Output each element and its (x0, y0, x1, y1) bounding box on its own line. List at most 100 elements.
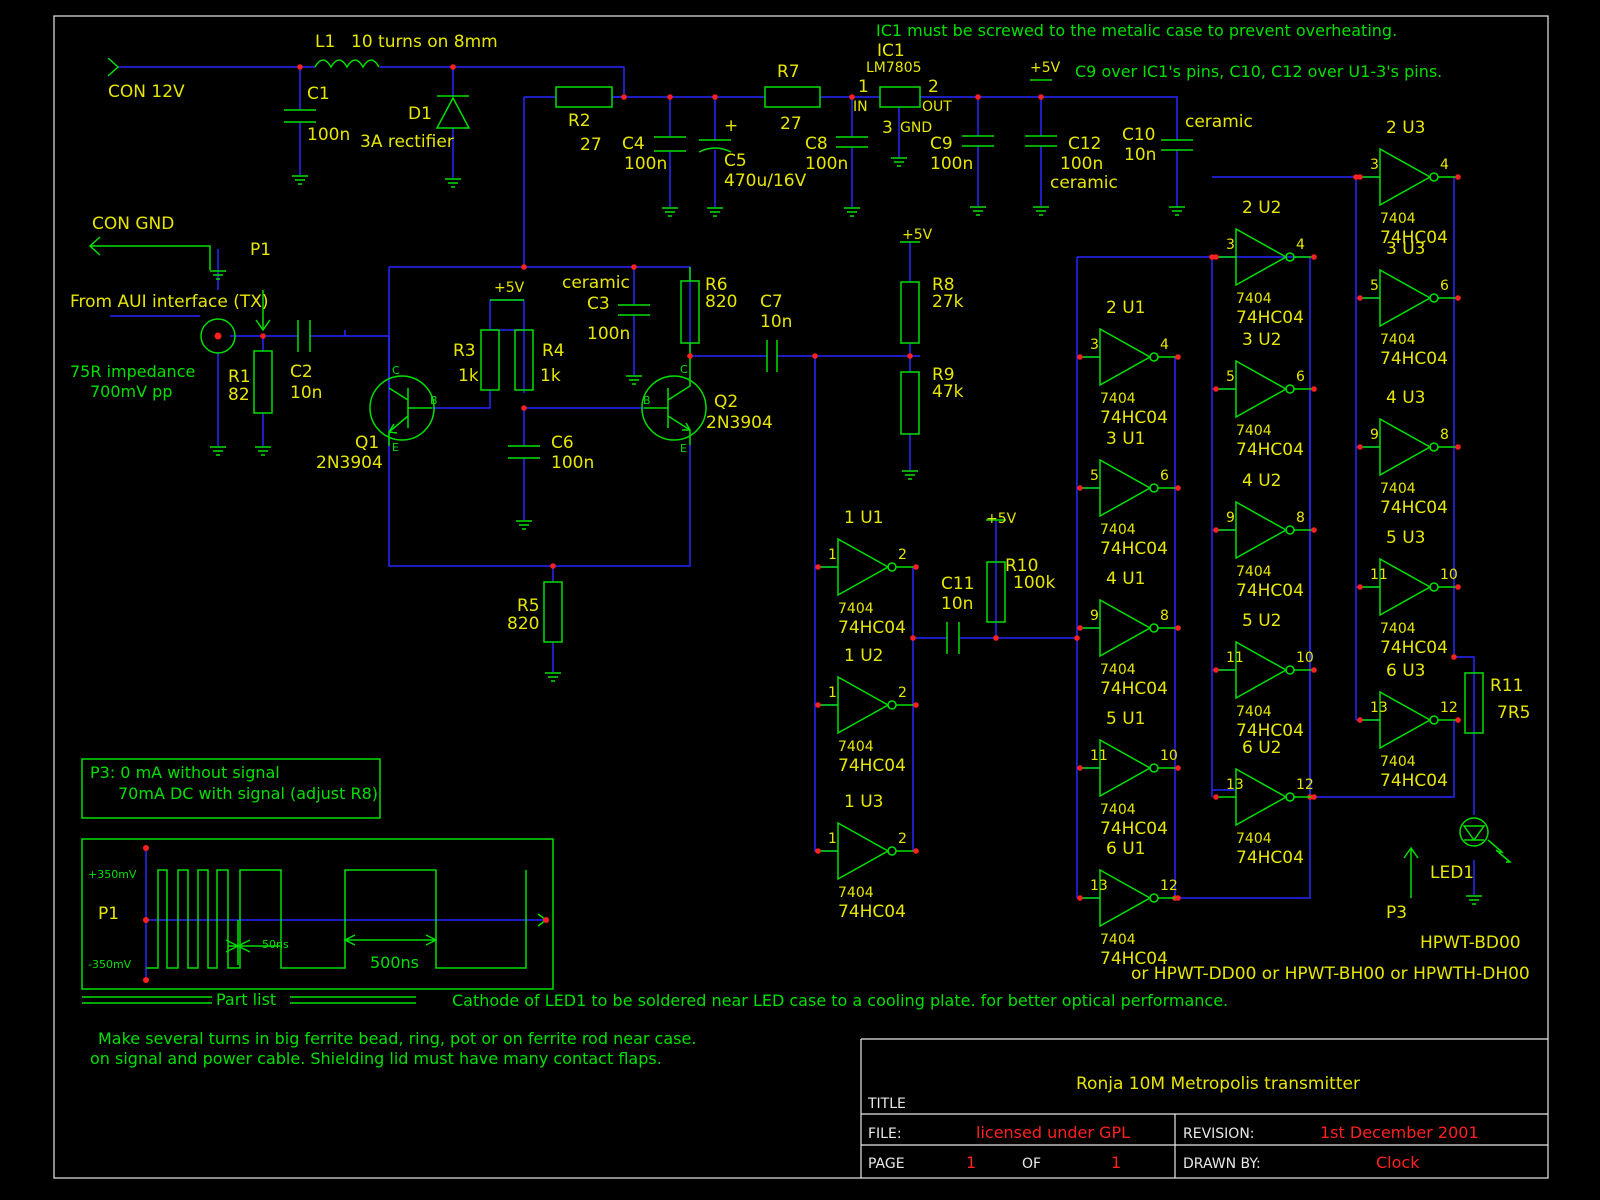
c12-ref: C12 (1068, 134, 1102, 154)
gate-reference: 4 U1 (1106, 569, 1145, 589)
c8-ref: C8 (805, 134, 828, 154)
gate-part-7404: 7404 (1100, 932, 1136, 948)
capacitor-c3 (618, 304, 650, 316)
led-alternative-2: or HPWT-DD00 or HPWT-BH00 or HPWTH-DH00 (1131, 964, 1530, 984)
gate-input-pin: 1 (828, 547, 837, 563)
drawing-frame (53, 15, 1549, 1179)
gate-input-pin: 3 (1090, 337, 1099, 353)
c7-value: 10n (760, 312, 792, 332)
waveform-500ns: 500ns (370, 953, 419, 972)
gate-output-pin: 8 (1296, 510, 1305, 526)
gate-output-pin: 2 (898, 685, 907, 701)
r10-5v: +5V (986, 511, 1017, 527)
c1-ref: C1 (307, 84, 330, 104)
q2-pin-e: E (680, 442, 687, 455)
resistor-r10 (986, 561, 1006, 623)
r4-value: 1k (540, 366, 561, 386)
gate-input-pin: 5 (1370, 278, 1379, 294)
c9-value: 100n (930, 154, 973, 174)
ic1-ref: IC1 (877, 41, 905, 61)
coax-connector-p1 (200, 318, 236, 354)
capacitor-c5 (698, 139, 732, 153)
gate-part-7404: 7404 (1236, 704, 1272, 720)
waveform-plus350: +350mV (88, 868, 137, 881)
r8-5v: +5V (902, 227, 933, 243)
p3-note-box (81, 758, 381, 819)
gate-output-pin: 12 (1296, 777, 1314, 793)
c10-ref: C10 (1122, 125, 1156, 145)
gate-part-74hc04: 74HC04 (1100, 819, 1168, 839)
gate-part-7404: 7404 (1100, 391, 1136, 407)
r10-value: 100k (1013, 573, 1055, 593)
capacitor-c7 (766, 340, 778, 372)
resistor-r3 (480, 329, 500, 391)
c4-ref: C4 (622, 134, 645, 154)
c6-ref: C6 (551, 433, 574, 453)
title-block: TITLE Ronja 10M Metropolis transmitter F… (860, 1038, 1548, 1178)
con12v-connector (107, 57, 120, 77)
r9-value: 47k (932, 382, 964, 402)
gate-output-pin: 8 (1160, 608, 1169, 624)
resistor-r11 (1464, 672, 1484, 734)
gate-input-pin: 9 (1370, 427, 1379, 443)
gate-output-pin: 12 (1160, 878, 1178, 894)
gate-part-74hc04: 74HC04 (1236, 848, 1304, 868)
r7-ref: R7 (777, 62, 800, 82)
q2-pin-c: C (680, 363, 688, 376)
gate-part-74hc04: 74HC04 (1380, 638, 1448, 658)
q1-type: 2N3904 (316, 453, 383, 473)
p3-note-line2: 70mA DC with signal (adjust R8) (118, 784, 378, 803)
resistor-r5 (543, 581, 563, 643)
c8-value: 100n (805, 154, 848, 174)
ic1-pin3: 3 (882, 118, 893, 138)
gate-input-pin: 3 (1370, 157, 1379, 173)
gate-part-7404: 7404 (1236, 423, 1272, 439)
gate-part-74hc04: 74HC04 (1236, 308, 1304, 328)
c5-ref: C5 (724, 151, 747, 171)
c2-value: 10n (290, 383, 322, 403)
capacitor-c2 (297, 320, 311, 352)
ferrite-note-line2: on signal and power cable. Shielding lid… (90, 1049, 662, 1068)
file-value: licensed under GPL (976, 1123, 1130, 1142)
r11-value: 7R5 (1497, 703, 1530, 723)
r8-ref: R8 (932, 275, 955, 295)
gate-part-7404: 7404 (1380, 621, 1416, 637)
resistor-r2 (555, 86, 613, 108)
gate-part-74hc04: 74HC04 (1380, 771, 1448, 791)
r8-value: 27k (932, 292, 964, 312)
gate-input-pin: 9 (1226, 510, 1235, 526)
diode-d1 (435, 95, 471, 129)
ic1-mounting-note: IC1 must be screwed to the metalic case … (876, 21, 1397, 40)
capacitor-c10 (1161, 139, 1193, 151)
c9-ref: C9 (930, 134, 953, 154)
gate-input-pin: 1 (828, 685, 837, 701)
probe-arrow-p1 (255, 290, 271, 332)
gate-part-74hc04: 74HC04 (1100, 679, 1168, 699)
r5-value: 820 (507, 614, 539, 634)
waveform-minus350: -350mV (88, 958, 132, 971)
r2-ref: R2 (568, 111, 591, 131)
gate-input-pin: 5 (1090, 468, 1099, 484)
l1-desc: 10 turns on 8mm (351, 32, 498, 52)
gate-input-pin: 3 (1226, 237, 1235, 253)
gate-part-7404: 7404 (1380, 332, 1416, 348)
c11-value: 10n (941, 594, 973, 614)
ic1-in-pin: IN (853, 99, 868, 115)
file-label: FILE: (868, 1126, 902, 1142)
gate-part-7404: 7404 (838, 739, 874, 755)
gate-output-pin: 2 (898, 547, 907, 563)
c4-value: 100n (624, 154, 667, 174)
p3-label: P3 (1386, 903, 1407, 923)
r3-ref: R3 (453, 341, 476, 361)
gate-input-pin: 1 (828, 831, 837, 847)
gate-input-pin: 11 (1090, 748, 1108, 764)
gate-reference: 2 U1 (1106, 298, 1145, 318)
ic1-gnd-pin: GND (900, 120, 932, 136)
r6-ref: R6 (705, 275, 728, 295)
q1-pin-b: B (430, 394, 438, 407)
title-label: TITLE (867, 1096, 906, 1112)
